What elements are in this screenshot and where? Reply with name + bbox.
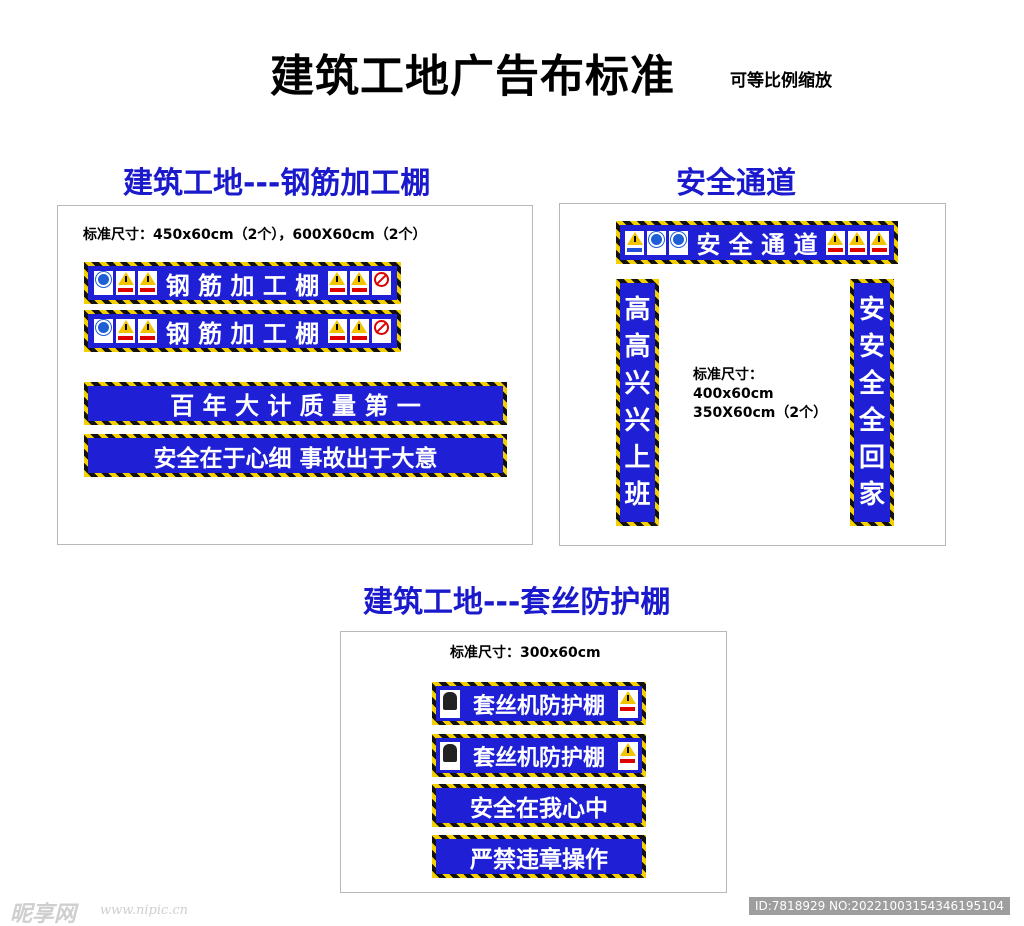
warning-triangle-icon	[625, 230, 644, 255]
thread-banner-text: 套丝机防护棚	[472, 693, 605, 719]
couplet-char: 高	[624, 331, 651, 362]
safety-icons-left	[625, 230, 688, 255]
couplet-char: 上	[624, 442, 651, 473]
safety-icons-left	[94, 319, 157, 343]
passage-top-banner: 安 全 通 道	[616, 221, 898, 264]
section-title-passage: 安全通道	[676, 166, 796, 201]
couplet-char: 高	[624, 294, 651, 325]
size-line: 标准尺寸：	[693, 367, 763, 383]
no-entry-icon	[371, 271, 391, 295]
warning-triangle-icon	[349, 319, 369, 343]
warning-triangle-icon	[116, 271, 135, 295]
thread-slogan-text: 安全在我心中	[470, 795, 608, 822]
helmet-sign-icon	[647, 230, 666, 255]
thread-slogan-2: 严禁违章操作	[432, 835, 646, 878]
couplet-char: 安	[858, 331, 885, 362]
warning-triangle-icon	[327, 319, 347, 343]
warning-triangle-icon	[138, 319, 157, 343]
slogan-text-caution: 安全在于心细 事故出于大意	[153, 445, 438, 472]
helmet-sign-icon	[94, 319, 113, 343]
helmet-sign-icon	[94, 271, 113, 295]
safety-icons-right	[327, 271, 391, 295]
passage-right-couplet: 安 安 全 全 回 家	[850, 279, 894, 526]
rebar-banner-2: 钢 筋 加 工 棚	[84, 310, 401, 352]
couplet-char: 班	[624, 479, 651, 510]
warning-triangle-icon	[847, 230, 867, 255]
warning-triangle-icon	[617, 741, 638, 770]
warning-triangle-icon	[138, 271, 157, 295]
warning-triangle-icon	[825, 230, 845, 255]
size-line: 350X60cm（2个）	[693, 405, 828, 421]
thread-slogan-1: 安全在我心中	[432, 784, 646, 827]
couplet-char: 全	[858, 405, 885, 436]
watermark-logo: 昵享网	[10, 901, 77, 926]
couplet-char: 全	[858, 368, 885, 399]
couplet-char: 回	[858, 442, 885, 473]
warning-triangle-icon	[327, 271, 347, 295]
warning-triangle-icon	[116, 319, 135, 343]
worker-icon	[440, 741, 460, 770]
rebar-banner-text: 钢 筋 加 工 棚	[165, 319, 320, 348]
passage-panel: 安 全 通 道 高 高 兴 兴 上 班 安 安 全 全 回 家	[559, 203, 946, 546]
rebar-banner-1: 钢 筋 加 工 棚	[84, 262, 401, 304]
thread-banner-2: 套丝机防护棚	[432, 734, 646, 777]
thread-slogan-text: 严禁违章操作	[470, 846, 608, 873]
couplet-char: 兴	[624, 368, 651, 399]
size-line: 400x60cm	[693, 386, 774, 402]
safety-icons-right	[327, 319, 391, 343]
warning-triangle-icon	[349, 271, 369, 295]
section-title-thread: 建筑工地---套丝防护棚	[363, 585, 671, 620]
helmet-sign-icon	[669, 230, 688, 255]
worker-icon	[440, 689, 460, 718]
scale-note: 可等比例缩放	[730, 71, 832, 91]
thread-banner-1: 套丝机防护棚	[432, 682, 646, 725]
slogan-banner-caution: 安全在于心细 事故出于大意	[84, 434, 507, 477]
thread-banner-text: 套丝机防护棚	[472, 745, 605, 771]
passage-left-couplet: 高 高 兴 兴 上 班	[616, 279, 659, 526]
thread-size-spec: 标准尺寸：300x60cm	[450, 645, 601, 661]
passage-size-spec: 标准尺寸： 400x60cm 350X60cm（2个）	[693, 366, 827, 423]
warning-triangle-icon	[869, 230, 889, 255]
slogan-text-quality: 百 年 大 计 质 量 第 一	[170, 392, 421, 420]
warning-triangle-icon	[617, 689, 638, 718]
couplet-char: 家	[858, 479, 885, 510]
no-entry-icon	[371, 319, 391, 343]
rebar-banner-text: 钢 筋 加 工 棚	[165, 271, 320, 300]
rebar-size-spec: 标准尺寸：450x60cm（2个），600X60cm（2个）	[83, 227, 427, 243]
page-title: 建筑工地广告布标准	[270, 51, 675, 102]
passage-top-text: 安 全 通 道	[696, 231, 818, 259]
couplet-char: 兴	[624, 405, 651, 436]
safety-icons-right	[825, 230, 889, 255]
slogan-banner-quality: 百 年 大 计 质 量 第 一	[84, 382, 507, 425]
section-title-rebar: 建筑工地---钢筋加工棚	[123, 166, 431, 201]
couplet-char: 安	[858, 294, 885, 325]
thread-panel: 标准尺寸：300x60cm 套丝机防护棚 套丝机防护棚 安全在我心中 严禁违章操…	[340, 631, 727, 893]
rebar-panel: 标准尺寸：450x60cm（2个），600X60cm（2个） 钢 筋 加 工 棚	[57, 205, 533, 545]
safety-icons-left	[94, 271, 157, 295]
watermark-url: www.nipic.cn	[100, 903, 189, 918]
watermark-id: ID:7818929 NO:20221003154346195104	[748, 897, 1010, 915]
